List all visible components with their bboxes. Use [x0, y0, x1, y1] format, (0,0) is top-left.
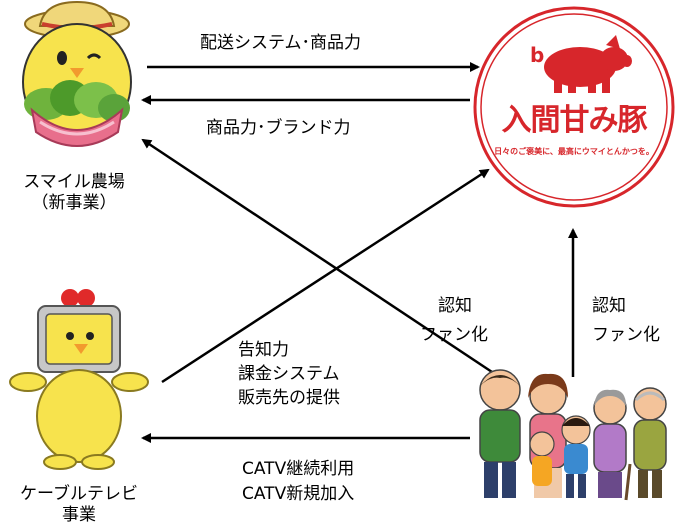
pork-brand-logo: b 入間甘み豚 日々のご褒美に、最高にウマイとんかつを。: [472, 5, 676, 209]
pork-logo-frame: [473, 6, 675, 208]
cable-tv-label-line1: ケーブルテレビ: [20, 484, 138, 504]
cable-tv-label: ケーブルテレビ 事業: [0, 484, 158, 526]
label-cable-support-line3: 販売先の提供: [238, 388, 340, 408]
farm-mascot-icon: [22, 0, 132, 147]
arrow-family-to-farm: [141, 138, 493, 374]
farm-label-line2: （新事業）: [31, 193, 117, 213]
label-recognition-farm-line1: 認知: [438, 296, 472, 316]
label-recognition-pork-line2: ファン化: [592, 325, 660, 345]
label-catv-usage-line2: CATV新規加入: [242, 484, 355, 504]
pork-logo-title: 入間甘み豚: [501, 103, 648, 138]
label-catv-usage: CATV継続利用 CATV新規加入: [242, 459, 354, 505]
label-recognition-farm: 認知 ファン化: [420, 296, 488, 346]
arrow-cable-to-pork: [161, 168, 490, 384]
family-illustration-icon: [479, 369, 667, 501]
label-cable-support-line1: 告知力: [238, 340, 289, 360]
pork-logo-tagline: 日々のご褒美に、最高にウマイとんかつを。: [494, 147, 654, 156]
label-cable-support: 告知力 課金システム 販売先の提供: [238, 340, 340, 409]
farm-label: スマイル農場 （新事業）: [10, 172, 138, 214]
cable-tv-mascot-icon: [9, 289, 149, 470]
label-delivery-system: 配送システム･商品力: [200, 33, 361, 53]
pig-icon: [544, 35, 632, 93]
pork-logo-small-mark: b: [530, 43, 545, 67]
label-brand-power: 商品力･ブランド力: [206, 118, 351, 138]
label-recognition-farm-line2: ファン化: [420, 325, 488, 345]
label-recognition-pork-line1: 認知: [592, 296, 626, 316]
label-catv-usage-line1: CATV継続利用: [242, 459, 355, 479]
label-cable-support-line2: 課金システム: [238, 364, 340, 384]
label-recognition-pork: 認知 ファン化: [592, 296, 660, 346]
farm-label-line1: スマイル農場: [23, 172, 125, 192]
cable-tv-label-line2: 事業: [62, 505, 96, 525]
